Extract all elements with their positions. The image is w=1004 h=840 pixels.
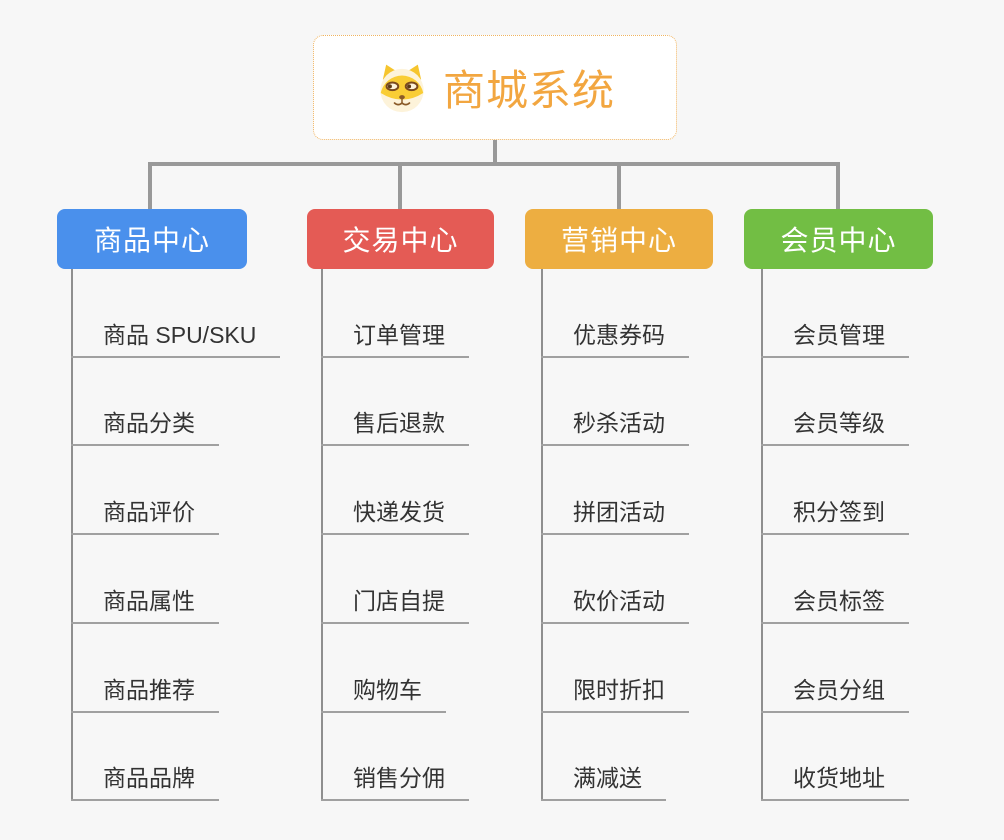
leaf-item[interactable]: 会员标签 [761,578,909,624]
shiba-dog-icon [375,63,429,113]
leaf-item[interactable]: 收货地址 [761,755,909,801]
leaf-item[interactable]: 订单管理 [321,312,469,358]
connector-stub-branch-2 [398,162,402,210]
leaf-item[interactable]: 门店自提 [321,578,469,624]
connector-horizontal-bar [150,162,840,166]
leaf-item[interactable]: 商品分类 [71,400,219,446]
connector-trunk-branch-2 [321,269,323,801]
branch-node-member-center[interactable]: 会员中心 [744,209,933,269]
leaf-item[interactable]: 会员管理 [761,312,909,358]
leaf-item[interactable]: 快递发货 [321,489,469,535]
root-title: 商城系统 [442,67,615,114]
leaf-item[interactable]: 限时折扣 [541,667,689,713]
connector-trunk-branch-4 [761,269,763,801]
leaf-item[interactable]: 购物车 [321,667,446,713]
branch-node-product-center[interactable]: 商品中心 [57,209,247,269]
branch-label: 会员中心 [780,225,897,256]
connector-stub-branch-4 [836,162,840,210]
leaf-item[interactable]: 砍价活动 [541,578,689,624]
leaf-item[interactable]: 销售分佣 [321,755,469,801]
leaf-item[interactable]: 商品 SPU/SKU [71,312,281,358]
leaf-item[interactable]: 秒杀活动 [541,400,689,446]
leaf-item[interactable]: 优惠券码 [541,312,689,358]
leaf-item[interactable]: 商品属性 [71,578,219,624]
leaf-item[interactable]: 售后退款 [321,400,469,446]
branch-node-trade-center[interactable]: 交易中心 [307,209,494,269]
leaf-item[interactable]: 满减送 [541,755,666,801]
connector-trunk-branch-3 [541,269,543,801]
leaf-item[interactable]: 拼团活动 [541,489,689,535]
branch-label: 交易中心 [342,225,459,256]
leaf-item[interactable]: 商品推荐 [71,667,219,713]
leaf-item[interactable]: 积分签到 [761,489,909,535]
connector-trunk-branch-1 [71,269,73,801]
branch-node-marketing-center[interactable]: 营销中心 [525,209,713,269]
leaf-item[interactable]: 会员分组 [761,667,909,713]
connector-stub-branch-3 [617,162,621,210]
leaf-item[interactable]: 商品品牌 [71,755,219,801]
connector-stub-branch-1 [148,162,152,210]
branch-label: 营销中心 [560,225,677,256]
leaf-item[interactable]: 会员等级 [761,400,909,446]
root-node[interactable]: 商城系统 [313,35,677,140]
branch-label: 商品中心 [93,225,210,256]
connector-root-drop [493,140,497,166]
leaf-item[interactable]: 商品评价 [71,489,219,535]
